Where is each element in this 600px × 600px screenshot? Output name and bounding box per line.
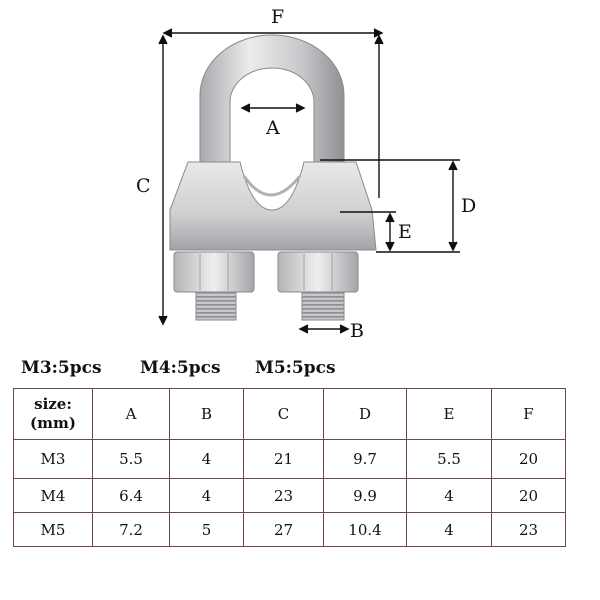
size-cell: M4	[13, 478, 93, 513]
dim-label-d: D	[461, 195, 476, 217]
column-header: D	[323, 388, 407, 440]
table-cell: 9.7	[323, 439, 407, 479]
size-corner-header: size: (mm)	[13, 388, 93, 440]
size-cell: M5	[13, 512, 93, 547]
size-cell: M3	[13, 439, 93, 479]
dim-label-c: C	[136, 175, 151, 197]
right-hex-nut	[277, 251, 359, 293]
wire-rope-clip-diagram: F A C D E B	[136, 6, 476, 342]
table-cell: 10.4	[323, 512, 407, 547]
table-header-row: size: (mm) A B C D E F	[13, 388, 566, 440]
column-header: E	[406, 388, 492, 440]
dimension-lines	[158, 28, 460, 334]
u-bolt	[199, 34, 345, 196]
table-cell: 7.2	[92, 512, 170, 547]
table-cell: 4	[406, 512, 492, 547]
column-header: B	[169, 388, 244, 440]
pack-m3: M3:5pcs	[21, 358, 102, 378]
table-cell: 5.5	[92, 439, 170, 479]
table-cell: 5	[169, 512, 244, 547]
table-cell: 23	[491, 512, 566, 547]
saddle-block	[169, 161, 377, 251]
column-header: C	[243, 388, 324, 440]
left-hex-nut	[173, 251, 255, 293]
table-cell: 23	[243, 478, 324, 513]
corner-line-1: size:	[34, 395, 72, 413]
table-cell: 20	[491, 478, 566, 513]
table-cell: 21	[243, 439, 324, 479]
corner-line-2: (mm)	[30, 414, 76, 432]
pack-m4: M4:5pcs	[140, 358, 221, 378]
dim-label-a: A	[265, 117, 280, 139]
table-row: M3 5.5 4 21 9.7 5.5 20	[13, 439, 566, 479]
table-cell: 4	[406, 478, 492, 513]
table-cell: 6.4	[92, 478, 170, 513]
column-header: F	[491, 388, 566, 440]
left-thread	[195, 291, 237, 321]
right-thread	[301, 291, 345, 321]
table-cell: 27	[243, 512, 324, 547]
pack-m5: M5:5pcs	[255, 358, 336, 378]
table-cell: 5.5	[406, 439, 492, 479]
dim-label-f: F	[271, 6, 284, 28]
column-header: A	[92, 388, 170, 440]
table-row: M4 6.4 4 23 9.9 4 20	[13, 478, 566, 513]
table-cell: 9.9	[323, 478, 407, 513]
table-row: M5 7.2 5 27 10.4 4 23	[13, 512, 566, 547]
package-quantities: M3:5pcs M4:5pcs M5:5pcs	[0, 358, 600, 386]
dim-label-b: B	[350, 320, 364, 342]
table-cell: 4	[169, 478, 244, 513]
table-cell: 4	[169, 439, 244, 479]
table-cell: 20	[491, 439, 566, 479]
size-spec-table: size: (mm) A B C D E F M3 5.5 4 21 9.7 5…	[13, 388, 566, 547]
dim-label-e: E	[398, 221, 412, 243]
